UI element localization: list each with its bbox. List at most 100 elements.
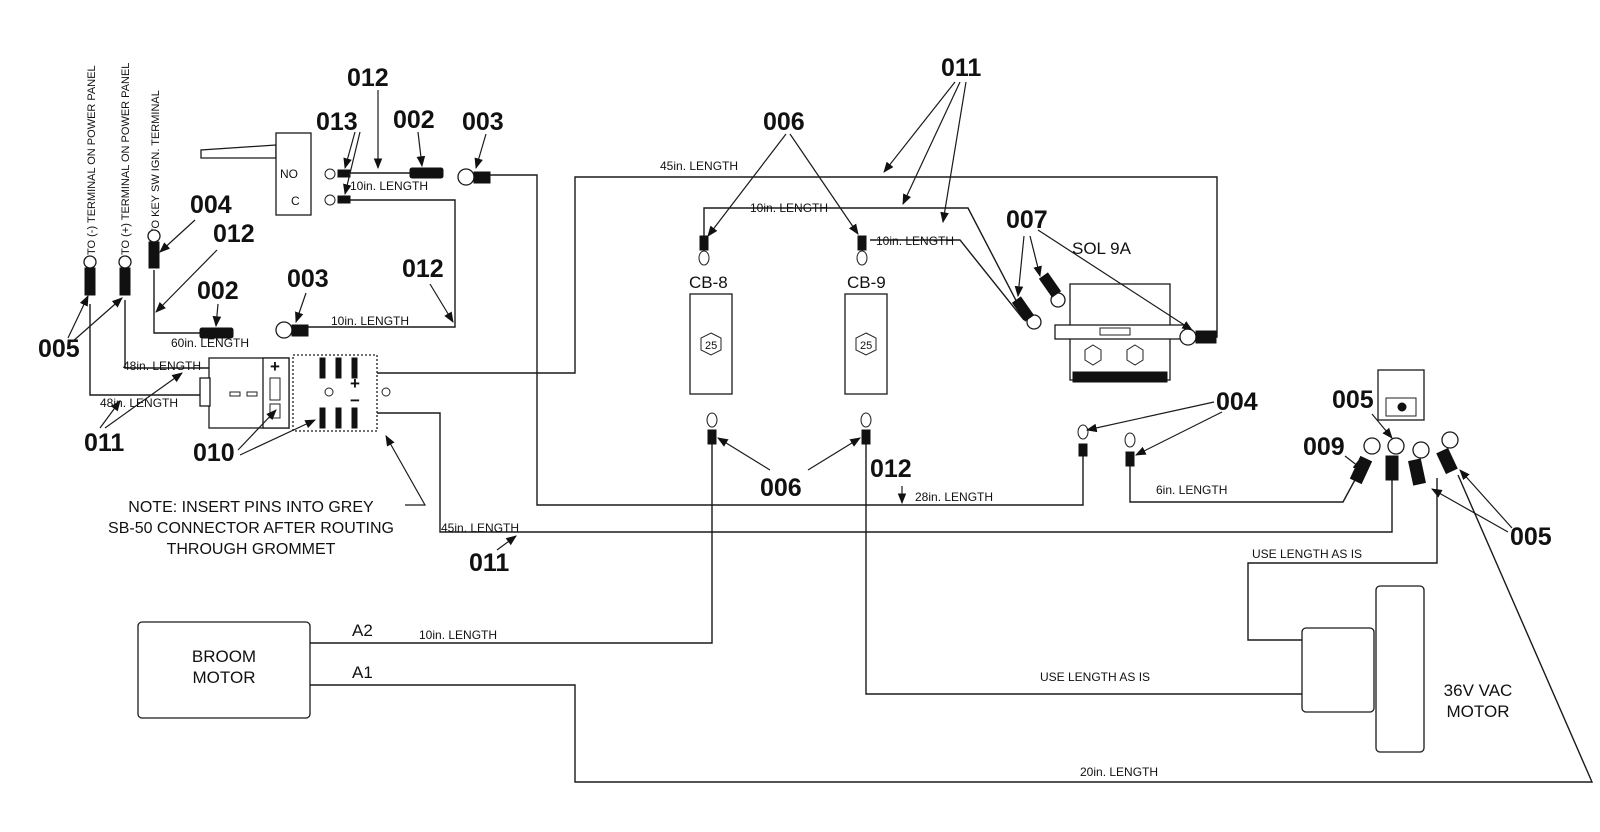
callout-013: 013 [316, 108, 358, 136]
broom-a1-label: A1 [352, 663, 373, 682]
vac-motor-line1: 36V VAC [1444, 681, 1513, 700]
callout-011-bottom: 011 [469, 549, 509, 577]
cb9-bottom-sleeve [861, 429, 871, 445]
leader-011-top-c [940, 81, 967, 224]
terminal-strip [1077, 369, 1459, 486]
cb8-nut [700, 332, 722, 356]
leader-002-left [212, 303, 222, 328]
connector-plus-right: + [350, 374, 360, 393]
callout-006-top: 006 [763, 108, 805, 136]
broom-motor-box [137, 621, 311, 719]
length-asis-upper: USE LENGTH AS IS [1252, 547, 1362, 561]
sleeve-pos [119, 267, 131, 296]
leader-002-top [416, 131, 426, 168]
sol-terminal-right-sleeve [1195, 330, 1217, 344]
switch-no-sleeve [337, 169, 351, 178]
leader-011-bottom [496, 535, 517, 551]
callout-005-right-top: 005 [1332, 386, 1374, 414]
broom-motor: BROOM MOTOR A2 A1 [137, 621, 373, 719]
cb8-rating: 25 [705, 340, 717, 352]
ring-terminal-003-lower [275, 321, 293, 339]
switch-c-terminal [324, 194, 336, 206]
callout-012-mid: 012 [402, 255, 444, 283]
ring-009 [1363, 437, 1381, 455]
ring-terminal-neg [83, 255, 97, 269]
wire-60in [153, 270, 203, 334]
leader-003-lower [295, 292, 307, 324]
ring-005-right-b [1441, 431, 1459, 449]
sol-label: SOL 9A [1072, 239, 1132, 258]
connector-pin-a [319, 357, 326, 379]
part-callouts: 012 013 002 003 004 012 002 003 012 005 … [38, 54, 1552, 577]
vac-motor-terminal-box [1301, 627, 1375, 713]
wire-switch-c [293, 199, 456, 328]
leader-007-b [1029, 235, 1042, 278]
callout-003-top: 003 [462, 108, 504, 136]
leader-005-right-a [1431, 488, 1509, 533]
leader-007-c [1037, 229, 1193, 331]
cb9-nut [855, 332, 877, 356]
broom-a2-label: A2 [352, 621, 373, 640]
connector-plus-left: + [270, 357, 280, 376]
sol-terminal-left [1026, 314, 1042, 330]
length-cb8-10in: 10in. LENGTH [750, 201, 828, 215]
sb50-connector-right: + − [292, 354, 391, 432]
callout-011-left: 011 [84, 429, 124, 457]
length-switch-10in: 10in. LENGTH [350, 179, 428, 193]
wire-10in-cb8 [703, 207, 1023, 313]
vac-motor-line2: MOTOR [1447, 702, 1510, 721]
connector-screw-left [324, 387, 334, 397]
cb8-body [689, 293, 733, 395]
callout-005-left: 005 [38, 335, 80, 363]
length-a2-10in: 10in. LENGTH [419, 628, 497, 642]
ring-005-right-b-sleeve [1436, 447, 1458, 475]
cb9-label: CB-9 [847, 273, 886, 292]
wire-28in [490, 174, 1084, 506]
leader-013-b [343, 131, 361, 196]
leader-011-top-a [883, 81, 956, 173]
switch-body [275, 132, 312, 216]
leader-010-b [239, 419, 316, 456]
sol-mount [1054, 324, 1186, 340]
leader-006-top-b [789, 133, 859, 235]
cb9-bottom-terminal [860, 412, 872, 428]
leader-012-mid [429, 283, 454, 323]
callout-010: 010 [193, 439, 235, 467]
ring-004-right-sleeve [1125, 451, 1135, 467]
length-45in-bottom: 45in. LENGTH [441, 521, 519, 535]
cb8-label: CB-8 [689, 273, 728, 292]
callout-007: 007 [1006, 206, 1048, 234]
length-asis-lower: USE LENGTH AS IS [1040, 670, 1150, 684]
ring-terminal-key [147, 229, 161, 243]
leader-004-right-b [1135, 411, 1223, 456]
leader-004-right-a [1085, 401, 1215, 433]
note-line2: SB-50 CONNECTOR AFTER ROUTING [108, 520, 394, 537]
circuit-breaker-cb9: CB-9 25 [844, 235, 888, 445]
connector-pin-e [335, 407, 342, 429]
switch-no-terminal [324, 168, 336, 180]
ring-005-center-sleeve [1385, 455, 1399, 481]
sol-post-right [1126, 344, 1144, 366]
connector-pin-d [319, 407, 326, 429]
note-line1: NOTE: INSERT PINS INTO GREY [128, 499, 374, 516]
wire-asis-upper [1247, 478, 1438, 641]
left-ring-terminals [83, 229, 234, 339]
length-28in: 28in. LENGTH [915, 490, 993, 504]
leader-013-a [343, 131, 356, 170]
callout-006-bottom: 006 [760, 474, 802, 502]
leader-011-left-b [99, 400, 121, 429]
callout-002-top: 002 [393, 106, 435, 134]
connector-slot-3 [269, 377, 281, 401]
microswitch: NO C [200, 132, 444, 216]
wire-45in-bottom [376, 412, 1393, 533]
callout-005-right: 005 [1510, 523, 1552, 551]
ring-005-center [1387, 437, 1405, 455]
length-cb9-10in: 10in. LENGTH [876, 234, 954, 248]
ground-block-plate [1385, 397, 1417, 417]
switch-c-sleeve [337, 195, 351, 204]
label-key-terminal: TO KEY SW IGN. TERMINAL [150, 90, 162, 235]
wire-48in-lower [89, 304, 212, 396]
cb9-top-sleeve [857, 235, 867, 251]
leader-006-bottom-b [807, 437, 861, 471]
